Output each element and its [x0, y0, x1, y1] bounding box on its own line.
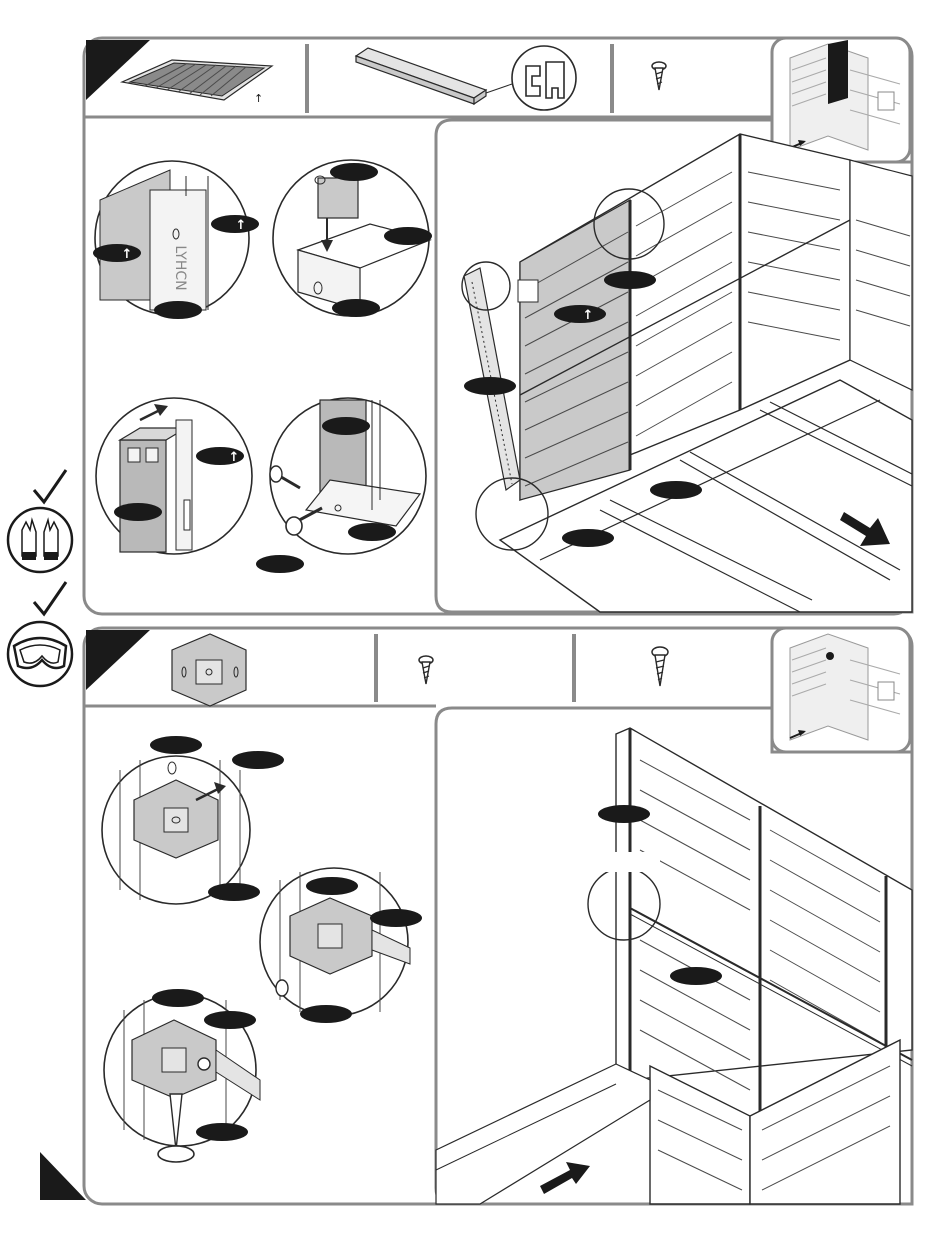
main-illustration-step-2: [436, 708, 912, 1204]
shed-thumbnail: [772, 38, 910, 162]
step-1: ↑: [84, 38, 912, 614]
main-illustration-step-1: ↑: [436, 120, 912, 612]
up-arrow-mark: ↑: [236, 218, 247, 233]
goggles-icon: [8, 622, 72, 686]
checkmark-icon: [34, 470, 66, 502]
gloves-icon: [8, 508, 72, 572]
checkmark-icon: [34, 582, 66, 614]
step-2: [84, 628, 912, 1204]
shed-thumbnail: [772, 628, 910, 752]
corner-bracket-part: [172, 634, 246, 706]
detail-circle-c: ↑: [96, 398, 252, 554]
up-arrow-mark: ↑: [583, 308, 594, 323]
up-arrow-mark: ↑: [122, 247, 133, 262]
page-corner-marker: [40, 1152, 86, 1200]
up-marker: ↑: [254, 92, 263, 105]
svg-text:LYHCN: LYHCN: [172, 245, 188, 290]
safety-icons: [8, 470, 72, 686]
up-arrow-mark: ↑: [229, 450, 240, 465]
